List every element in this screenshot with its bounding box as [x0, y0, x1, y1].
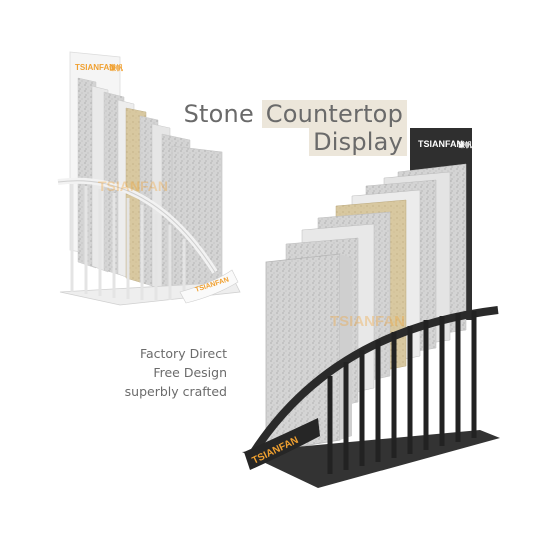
- brand-label-black-rack-top: TSIANFAN: [418, 139, 463, 149]
- headline-line2-text: Display: [309, 128, 407, 156]
- brand-cn-label-black-rack-top: 谦帆: [458, 140, 472, 149]
- tagline-line2: Free Design: [153, 365, 227, 380]
- headline-line2: Display: [184, 128, 407, 156]
- headline-line1: Stone Countertop: [183, 100, 407, 128]
- tagline-line1: Factory Direct: [139, 346, 227, 361]
- brand-cn-label-white-rack-top: 谦帆: [109, 63, 123, 72]
- headline-prefix: Stone: [183, 100, 262, 128]
- brand-label-black-rack-front: TSIANFAN: [250, 435, 300, 467]
- tagline: Factory Direct Free Design superbly craf…: [123, 344, 227, 401]
- brand-label-white-rack-front: TSIANFAN: [194, 276, 229, 293]
- tagline-line3: superbly crafted: [124, 384, 227, 399]
- brand-label-white-rack-top: TSIANFAN: [75, 63, 115, 72]
- watermark-left: TSIANFAN: [98, 178, 168, 194]
- watermark-right: TSIANFAN: [330, 313, 405, 330]
- headline-highlight: Countertop: [261, 100, 407, 128]
- headline: Stone Countertop Display: [183, 100, 407, 156]
